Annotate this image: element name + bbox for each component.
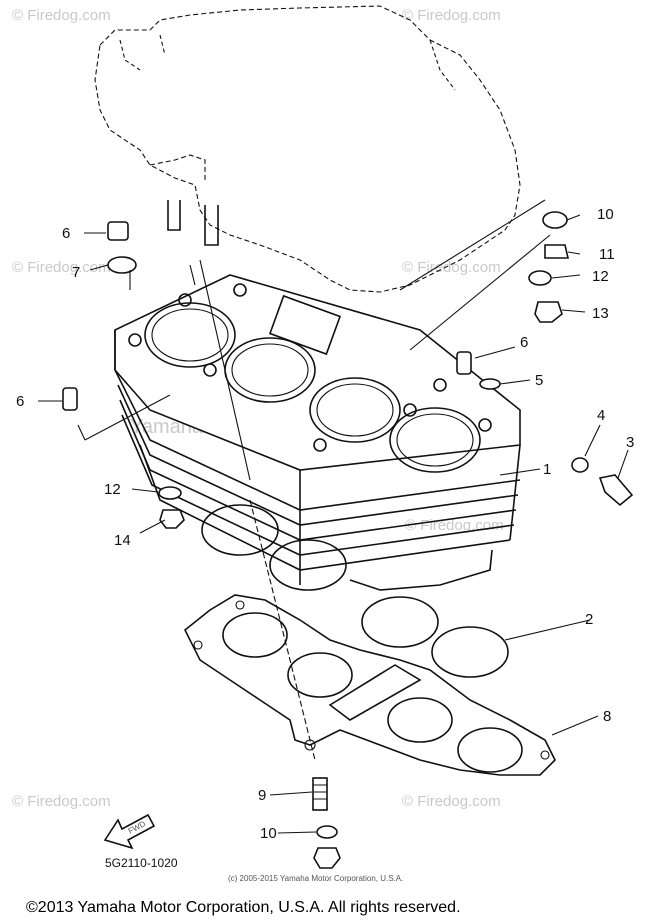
callout-7: 7	[72, 264, 80, 281]
leader-lines	[38, 199, 629, 834]
crankcase-studs	[167, 200, 219, 246]
small-copyright: (c) 2005-2015 Yamaha Motor Corporation, …	[228, 874, 403, 883]
watermark: © Firedog.com	[12, 793, 111, 810]
right-side-fasteners	[479, 211, 634, 507]
callout-5: 5	[535, 372, 543, 389]
watermark: © Firedog.com	[405, 517, 504, 534]
callout-4: 4	[597, 407, 605, 424]
footer-copyright: ©2013 Yamaha Motor Corporation, U.S.A. A…	[26, 899, 461, 916]
forward-arrow-icon: FWD	[103, 813, 156, 850]
callout-12: 12	[104, 481, 121, 498]
watermark: © Firedog.com	[402, 7, 501, 24]
left-side-fasteners	[62, 221, 472, 529]
o-rings	[201, 504, 509, 678]
callout-14: 14	[114, 532, 131, 549]
callout-12: 12	[592, 268, 609, 285]
watermark: © Firedog.com	[12, 7, 111, 24]
callout-10: 10	[260, 825, 277, 842]
bottom-fasteners	[312, 777, 341, 869]
callout-6: 6	[520, 334, 528, 351]
watermark: © Firedog.com	[402, 793, 501, 810]
callout-1: 1	[543, 461, 551, 478]
callout-10: 10	[597, 206, 614, 223]
callout-6: 6	[62, 225, 70, 242]
cylinder-block	[114, 274, 521, 591]
callout-8: 8	[603, 708, 611, 725]
callout-2: 2	[585, 611, 593, 628]
cylinder-base-gasket	[183, 594, 556, 776]
crankcase-outline	[94, 5, 521, 293]
callout-6: 6	[16, 393, 24, 410]
diagram-code: 5G2110-1020	[105, 856, 178, 870]
part-callouts: 6 7 6 12 14 10 11 12 13 6 5 4 3 1 2 8 9 …	[16, 206, 634, 842]
callout-11: 11	[599, 246, 615, 263]
callout-3: 3	[626, 434, 634, 451]
callout-13: 13	[592, 305, 609, 322]
watermark: © Firedog.com	[402, 259, 501, 276]
watermark: © Firedog.com	[12, 259, 111, 276]
callout-9: 9	[258, 787, 266, 804]
